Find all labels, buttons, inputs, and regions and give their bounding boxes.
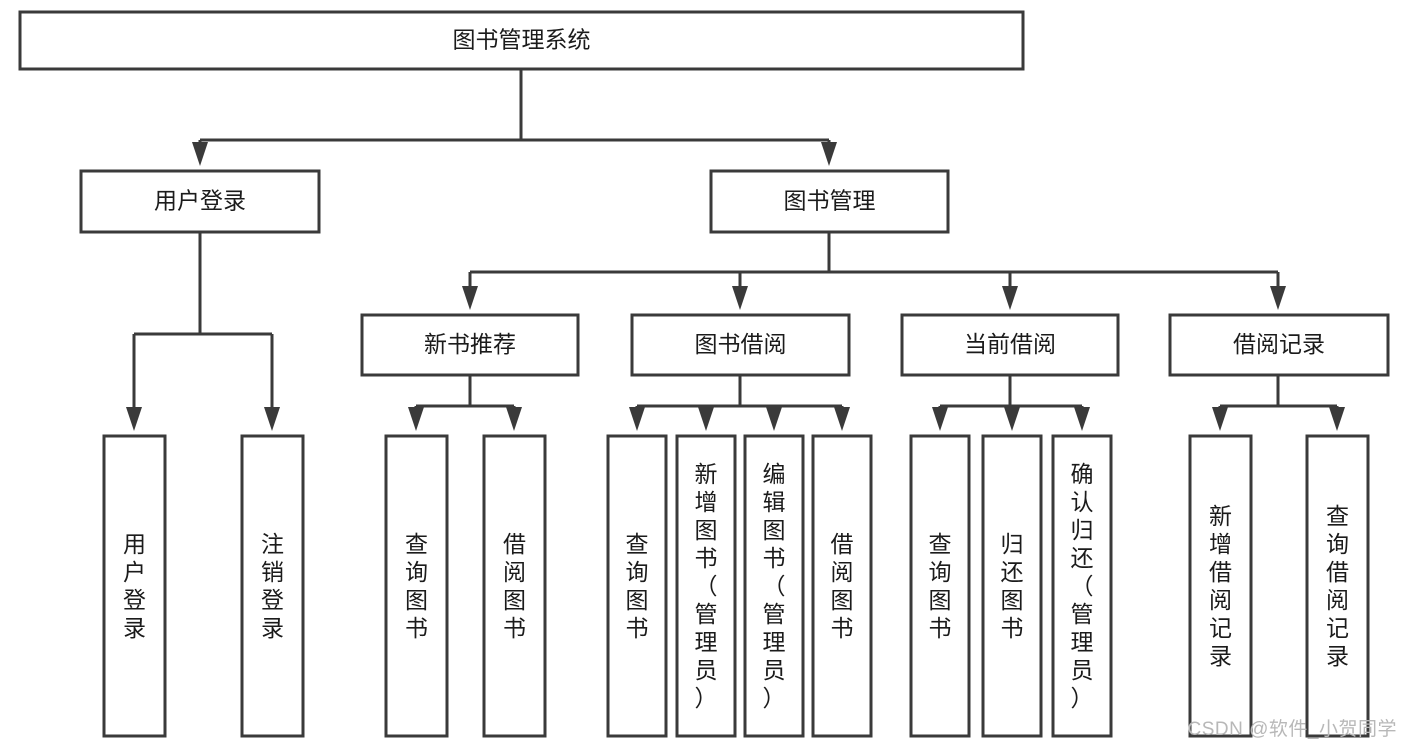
node-box[interactable] <box>240 434 305 738</box>
connector-root-to-level2 <box>192 69 837 166</box>
arrow-head-icon <box>629 407 645 431</box>
node-label: 确认归还（管理员） <box>1071 461 1094 711</box>
node-box[interactable] <box>909 434 971 738</box>
node-book-borrow[interactable]: 图书借阅 <box>630 313 851 377</box>
node-label: 当前借阅 <box>964 331 1056 357</box>
node-label: 新书推荐 <box>424 331 516 357</box>
node-label: 归还图书 <box>1001 531 1024 641</box>
node-label: 借阅记录 <box>1233 331 1325 357</box>
arrow-head-icon <box>1329 407 1345 431</box>
arrow-head-icon <box>834 407 850 431</box>
node-leaf-borrow-add-book[interactable]: 新增图书（管理员） <box>675 434 737 738</box>
node-user-login[interactable]: 用户登录 <box>79 169 321 234</box>
arrow-head-icon <box>264 407 280 431</box>
node-label: 查询借阅记录 <box>1326 503 1349 669</box>
arrow-head-icon <box>732 286 748 310</box>
csdn-watermark: CSDN @软件_小贺同学 <box>1187 719 1397 740</box>
node-box[interactable] <box>630 313 851 377</box>
node-borrow-record[interactable]: 借阅记录 <box>1168 313 1390 377</box>
node-leaf-rec-borrow-book[interactable]: 借阅图书 <box>482 434 547 738</box>
node-label: 图书借阅 <box>695 331 787 357</box>
node-leaf-rec-query-record[interactable]: 查询借阅记录 <box>1305 434 1370 738</box>
connector-currentborrow-to-leaves <box>932 375 1090 431</box>
arrow-head-icon <box>1074 407 1090 431</box>
connector-userlogin-to-leaves <box>126 232 280 431</box>
arrow-head-icon <box>1270 286 1286 310</box>
node-box[interactable] <box>675 434 737 738</box>
node-leaf-user-logout[interactable]: 注销登录 <box>240 434 305 738</box>
node-current-borrow[interactable]: 当前借阅 <box>900 313 1120 377</box>
node-label: 图书管理系统 <box>453 27 591 53</box>
connector-bookmanage-to-level3 <box>462 232 1286 310</box>
node-leaf-cur-confirm-return[interactable]: 确认归还（管理员） <box>1051 434 1113 738</box>
node-box[interactable] <box>900 313 1120 377</box>
node-box[interactable] <box>743 434 805 738</box>
node-box[interactable] <box>981 434 1043 738</box>
node-box[interactable] <box>18 10 1025 71</box>
arrow-head-icon <box>1004 407 1020 431</box>
node-label: 新增图书（管理员） <box>695 461 718 711</box>
node-box[interactable] <box>79 169 321 234</box>
node-label: 用户登录 <box>154 188 246 214</box>
arrow-head-icon <box>462 286 478 310</box>
node-box[interactable] <box>709 169 950 234</box>
node-label: 借阅图书 <box>831 531 854 641</box>
node-box[interactable] <box>102 434 167 738</box>
node-leaf-rec-add-record[interactable]: 新增借阅记录 <box>1188 434 1253 738</box>
arrow-head-icon <box>1002 286 1018 310</box>
connector-bookborrow-to-leaves <box>629 375 850 431</box>
node-leaf-borrow-lend-book[interactable]: 借阅图书 <box>811 434 873 738</box>
arrow-head-icon <box>192 142 208 166</box>
node-leaf-borrow-edit-book[interactable]: 编辑图书（管理员） <box>743 434 805 738</box>
arrow-head-icon <box>821 142 837 166</box>
node-box[interactable] <box>606 434 668 738</box>
arrow-head-icon <box>698 407 714 431</box>
arrow-head-icon <box>1212 407 1228 431</box>
node-label: 借阅图书 <box>503 531 526 641</box>
node-label: 查询图书 <box>405 531 428 641</box>
node-box[interactable] <box>384 434 449 738</box>
node-label: 查询图书 <box>929 531 952 641</box>
node-root[interactable]: 图书管理系统 <box>18 10 1025 71</box>
connector-newbook-to-leaves <box>408 375 522 431</box>
node-box[interactable] <box>1168 313 1390 377</box>
node-leaf-cur-query-book[interactable]: 查询图书 <box>909 434 971 738</box>
node-label: 用户登录 <box>123 531 146 641</box>
node-leaf-user-login[interactable]: 用户登录 <box>102 434 167 738</box>
arrow-head-icon <box>506 407 522 431</box>
node-new-book-rec[interactable]: 新书推荐 <box>360 313 580 377</box>
node-box[interactable] <box>360 313 580 377</box>
arrow-head-icon <box>408 407 424 431</box>
node-box[interactable] <box>1305 434 1370 738</box>
node-label: 查询图书 <box>626 531 649 641</box>
node-leaf-rec-query-book[interactable]: 查询图书 <box>384 434 449 738</box>
node-box[interactable] <box>811 434 873 738</box>
node-box[interactable] <box>1188 434 1253 738</box>
connector-layer <box>126 69 1345 431</box>
node-box[interactable] <box>1051 434 1113 738</box>
arrow-head-icon <box>126 407 142 431</box>
node-label: 新增借阅记录 <box>1209 503 1232 669</box>
node-label: 图书管理 <box>784 188 876 214</box>
arrow-head-icon <box>932 407 948 431</box>
node-box[interactable] <box>482 434 547 738</box>
node-layer: 图书管理系统用户登录图书管理新书推荐图书借阅当前借阅借阅记录用户登录注销登录查询… <box>18 10 1390 738</box>
node-label: 编辑图书（管理员） <box>763 461 786 711</box>
node-leaf-borrow-query-book[interactable]: 查询图书 <box>606 434 668 738</box>
arrow-head-icon <box>766 407 782 431</box>
node-book-manage[interactable]: 图书管理 <box>709 169 950 234</box>
connector-borrowrecord-to-leaves <box>1212 375 1345 431</box>
node-label: 注销登录 <box>261 531 284 641</box>
node-leaf-cur-return-book[interactable]: 归还图书 <box>981 434 1043 738</box>
